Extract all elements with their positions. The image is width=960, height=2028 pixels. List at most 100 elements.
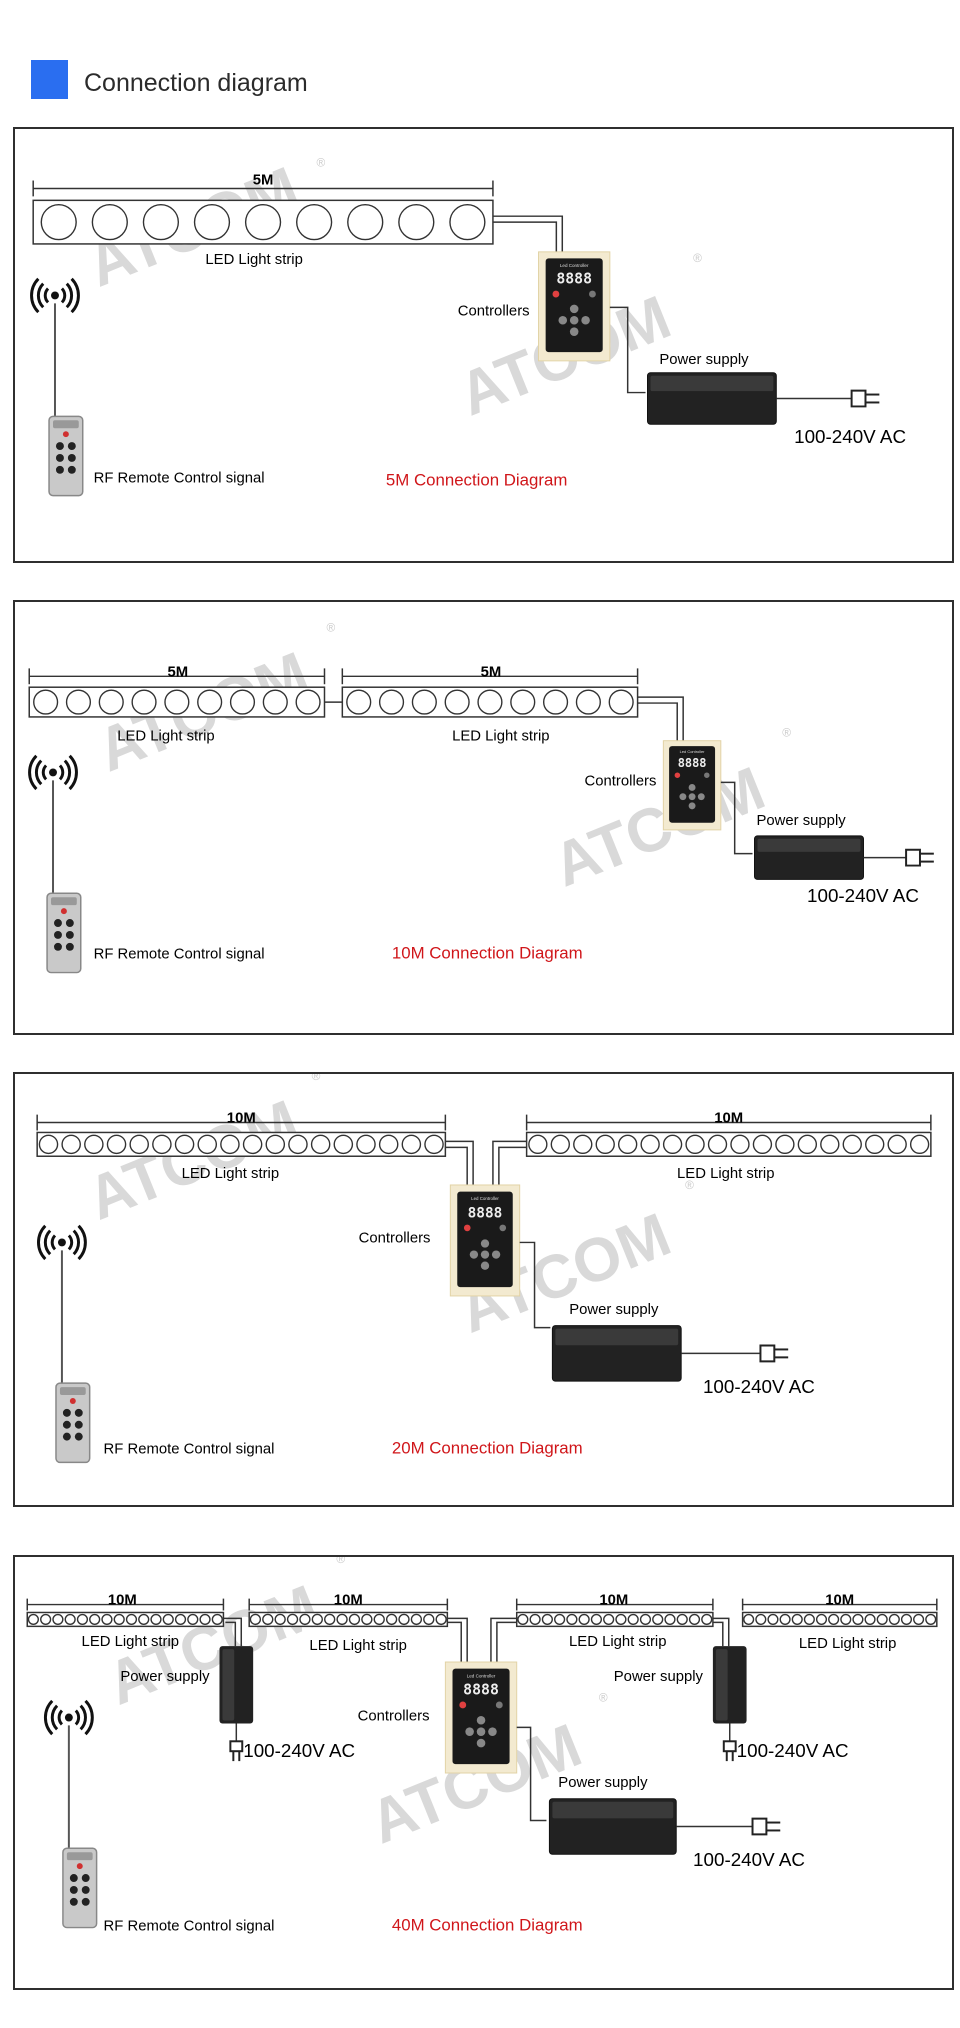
led-bead [244,204,282,241]
remote-button-icon [62,1432,71,1441]
led-bead [676,1613,688,1626]
led-bead [664,1613,676,1626]
strip-label: LED Light strip [205,252,302,268]
signal-arc-left [43,1699,54,1736]
led-bead [398,1613,410,1626]
remote-button-icon [67,465,76,474]
power-supply-small-a [219,1646,254,1724]
diagram-caption: 20M Connection Diagram [392,1438,583,1457]
wire-controller-power [516,1726,547,1822]
power-brick-highlight [222,1649,235,1721]
led-bead [98,689,124,715]
led-bead [398,204,435,241]
power-supply-label-a: Power supply [120,1669,210,1685]
led-bead [125,1613,138,1626]
led-bead [174,1134,195,1155]
signal-dot [64,1713,73,1722]
led-bead [820,1134,840,1155]
led-bead [550,1134,570,1155]
keypad-button-icon [476,1727,486,1736]
led-bead [347,204,384,241]
led-bead [701,1613,713,1626]
signal-arc-right [77,1224,87,1261]
led-bead [578,1613,590,1626]
led-bead [229,689,256,715]
led-bead [265,1134,286,1155]
keypad-button-icon [569,327,579,336]
led-bead [755,1613,767,1625]
remote-top [53,420,79,429]
led-bead [865,1134,885,1155]
plug-body [229,1740,244,1753]
led-bead [52,1613,64,1626]
dimension-line-b [341,668,639,685]
led-bead [27,1613,39,1626]
svg-text:ATCOM: ATCOM [78,1087,308,1234]
signal-arc-right [58,764,65,781]
signal-dot [51,291,59,300]
remote-button-icon [67,453,76,462]
wire-strip-controller [492,215,564,252]
mode-button-icon [495,1701,503,1709]
led-bead [131,689,157,715]
power-button-icon [552,290,560,298]
remote-button-icon [81,1885,90,1894]
controller-display: 8888 [463,1681,499,1698]
diagram-10m-svg: ATCOM ® ATCOM ® 5M 5M LED Light strip LE… [28,621,934,974]
led-strip-d [741,1611,938,1628]
led-bead [909,1134,930,1155]
led-bead [590,1613,603,1626]
keypad-button-icon [491,1250,501,1259]
led-strip-a [36,1131,447,1157]
rf-signal-icon [37,1224,87,1261]
remote-top [59,1387,86,1396]
led-strip-b [248,1611,449,1628]
plug-body [759,1344,776,1363]
wire-strip-controller [637,696,684,741]
strip-length-label-b: 10M [334,1593,363,1609]
remote-button-icon [54,919,62,927]
strip-length-label-a: 5M [168,664,189,680]
signal-arc-left [43,1229,52,1256]
led-bead [197,689,223,715]
led-bead [150,1613,162,1626]
led-bead [640,1134,660,1155]
signal-arc-right [84,1699,94,1736]
signal-dot [49,768,57,777]
signal-arc-left [30,277,40,314]
led-bead [89,1613,101,1626]
power-supply-label: Power supply [569,1302,659,1318]
led-bead [199,1613,211,1626]
controllers-label: Controllers [458,303,530,319]
led-bead [743,1613,755,1625]
led-bead [378,689,405,715]
remote-button-icon [65,930,74,939]
power-supply-label: Power supply [756,813,846,829]
remote-button-icon [74,1420,83,1429]
led-bead [573,1134,593,1155]
remote-label: RF Remote Control signal [104,1441,275,1457]
controllers-label: Controllers [585,773,657,789]
led-bead [242,1134,263,1155]
led-bead [333,1134,354,1155]
power-brick-highlight [552,1801,674,1819]
led-bead [410,1613,423,1626]
signal-arc-left [41,764,48,781]
strip-label-b: LED Light strip [677,1166,774,1182]
led-bead [424,1134,444,1155]
signal-dot [57,1238,66,1247]
led-bead [64,1613,76,1626]
remote-button-icon [69,1874,78,1882]
signal-arc-right [60,287,67,304]
rf-remote-icon [46,892,82,974]
led-bead [477,689,503,715]
section-marker-square [31,60,68,99]
led-bead [187,1613,199,1626]
power-button-icon [674,772,681,778]
keypad-button-icon [469,1250,479,1259]
svg-text:®: ® [693,251,702,265]
diagram-caption: 40M Connection Diagram [392,1916,583,1935]
controllers-label: Controllers [359,1230,431,1246]
keypad-button-icon [480,1261,490,1270]
diagram-caption: 10M Connection Diagram [392,944,583,963]
